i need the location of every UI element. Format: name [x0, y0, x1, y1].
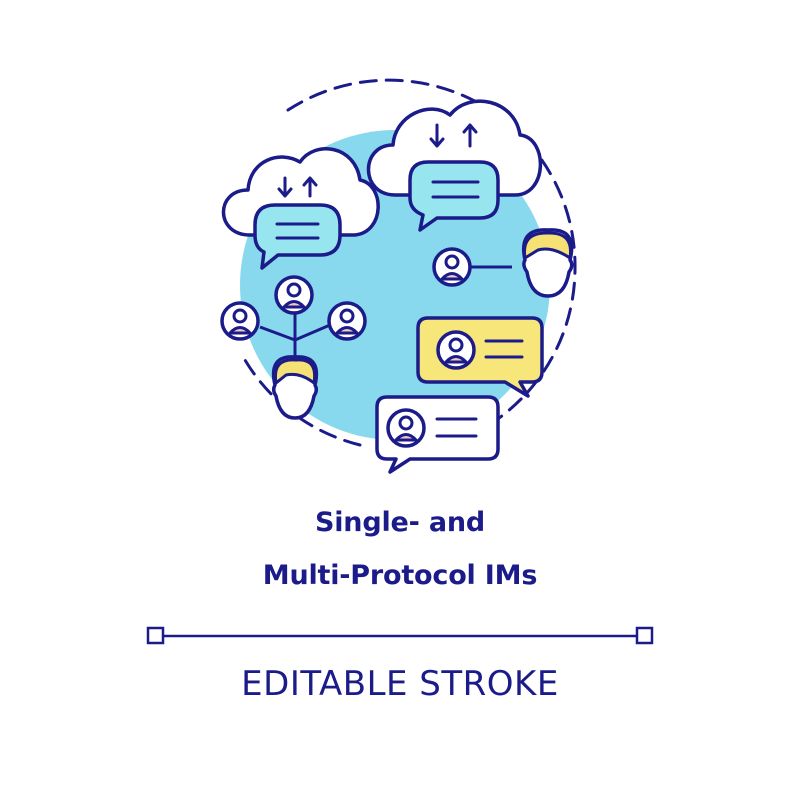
- user-head-icon-left: [271, 355, 319, 420]
- user-head-icon-right: [522, 228, 574, 298]
- title-line-1: Single- and: [315, 507, 485, 538]
- user-avatar-icon: [274, 275, 314, 315]
- contact-bubble-icon-white: [375, 395, 500, 474]
- chat-bubble-icon-left: [253, 203, 342, 270]
- editable-stroke-label: EDITABLE STROKE: [241, 664, 559, 704]
- user-link-icon: [432, 228, 574, 298]
- user-avatar-icon: [220, 301, 260, 341]
- user-avatar-icon: [327, 301, 367, 341]
- chat-bubble-icon-right: [408, 160, 500, 232]
- contact-bubble-icon-yellow: [416, 316, 544, 398]
- user-avatar-icon: [432, 247, 472, 287]
- title-line-2: Multi-Protocol IMs: [262, 560, 538, 591]
- user-network-icon: [220, 275, 367, 362]
